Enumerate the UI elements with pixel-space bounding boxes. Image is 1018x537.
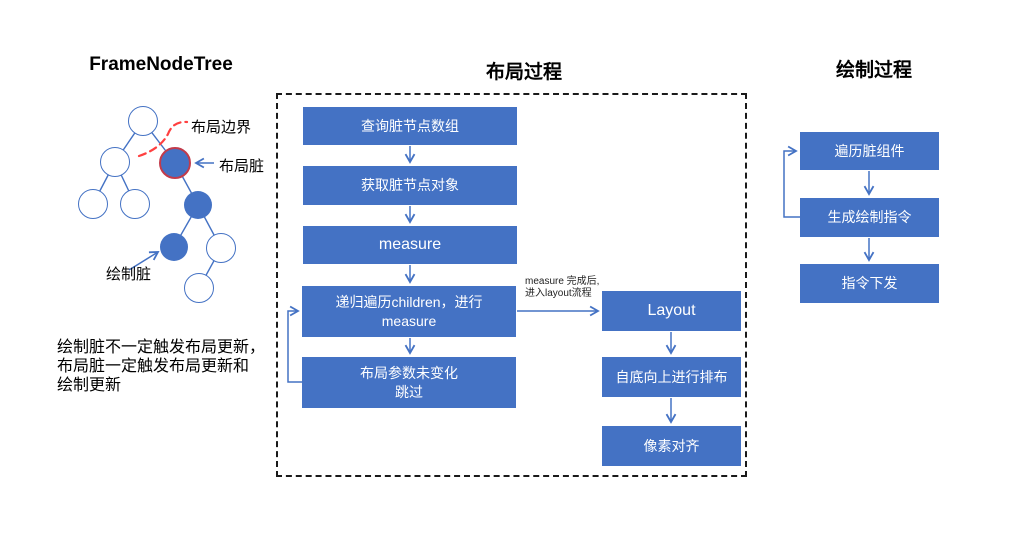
paint-flow-arrows [783,145,875,262]
step-traverse-dirty-components: 遍历脏组件 [800,132,939,170]
step-query-dirty-nodes: 查询脏节点数组 [303,107,517,145]
step-pixel-align: 像素对齐 [602,426,741,466]
layout-process-title: 布局过程 [485,62,562,83]
tree-node-l2-mid [120,189,150,219]
dirty-rules-note: 绘制脏不一定触发布局更新， 布局脏一定触发布局更新和 绘制更新 [57,339,266,394]
step-dispatch-commands: 指令下发 [800,264,939,303]
step-layout: Layout [602,291,741,331]
tree-node-l2-left [78,189,108,219]
layout-boundary-label: 布局边界 [191,119,252,136]
framenodetree-title: FrameNodeTree [89,54,233,75]
step-recurse-children: 递归遍历children，进行 measure [302,286,516,337]
tree-node-l1-left [100,147,130,177]
step-measure: measure [303,226,517,264]
tree-node-leaf-bottom [184,273,214,303]
draw-dirty-label: 绘制脏 [106,266,152,283]
layout-boundary-dashes [137,120,189,158]
measure-done-note: measure 完成后, 进入layout流程 [525,276,600,299]
layout-process-frame [276,93,747,477]
tree-node-layout-dirty [159,147,191,179]
tree-node-paint-branch [184,191,212,219]
step-generate-draw-commands: 生成绘制指令 [800,198,939,237]
layout-flow-arrows [287,146,677,424]
tree-node-l3-right [206,233,236,263]
tree-node-root [128,106,158,136]
step-bottom-up: 自底向上进行排布 [602,357,741,397]
step-skip-unchanged: 布局参数未变化 跳过 [302,357,516,408]
draw-dirty-arrow [128,251,160,271]
step-get-dirty-objects: 获取脏节点对象 [303,166,517,205]
layout-dirty-label: 布局脏 [219,158,265,175]
paint-process-title: 绘制过程 [835,60,912,81]
tree-node-draw-dirty [160,233,188,261]
